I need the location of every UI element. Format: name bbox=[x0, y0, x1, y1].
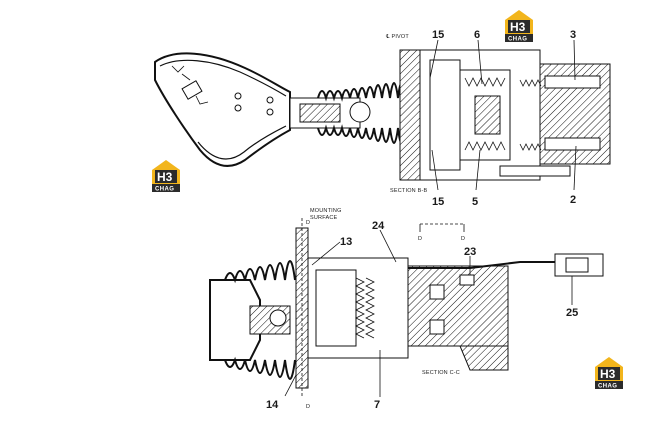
pivot-annotation: ℄ PIVOT bbox=[385, 34, 409, 40]
lever-knob bbox=[209, 279, 261, 361]
plate-15 bbox=[429, 59, 461, 171]
watermark-logo: H3 CHAG bbox=[505, 10, 533, 43]
leader-6 bbox=[477, 39, 483, 85]
part-label-15-top: 15 bbox=[432, 29, 444, 41]
watermark-logo: H3 CHAG bbox=[595, 357, 623, 390]
bottom-assembly: 13 24 23 25 14 7 MOUNTING SURFACE D D D … bbox=[209, 208, 604, 411]
lower-outlet bbox=[459, 345, 509, 371]
section-cc-caption: SECTION C-C bbox=[422, 370, 460, 376]
bore-upper bbox=[429, 284, 445, 300]
spring-2 bbox=[519, 143, 542, 151]
part-label-25: 25 bbox=[566, 307, 578, 319]
d-marker-right: D bbox=[461, 236, 465, 242]
part-label-23: 23 bbox=[464, 246, 476, 258]
leader-15-bot bbox=[431, 149, 439, 191]
part-label-24: 24 bbox=[372, 220, 385, 232]
mounting-surface-caption-2: SURFACE bbox=[310, 215, 338, 221]
rivet bbox=[234, 104, 242, 112]
part-label-13: 13 bbox=[340, 236, 352, 248]
d-marker-top: D bbox=[306, 220, 310, 226]
connector-inner bbox=[565, 257, 589, 273]
watermark-word: CHAG bbox=[155, 187, 174, 193]
rivet bbox=[266, 108, 274, 116]
part-label-14: 14 bbox=[266, 399, 279, 411]
handle-grip bbox=[154, 52, 291, 167]
handle-inner-edge bbox=[159, 59, 287, 97]
pivot-ball-lower bbox=[269, 309, 287, 327]
d-marker-left: D bbox=[418, 236, 422, 242]
lower-block bbox=[407, 265, 509, 347]
top-assembly: 15 6 3 15 5 2 ℄ PIVOT SECTION B-B bbox=[154, 29, 611, 208]
leader-2 bbox=[573, 145, 577, 191]
part-label-5: 5 bbox=[472, 196, 478, 208]
leader-14 bbox=[284, 374, 297, 397]
leader-3 bbox=[573, 39, 576, 81]
watermark-letters: H3 bbox=[600, 367, 616, 381]
watermark-word: CHAG bbox=[598, 384, 617, 390]
grommet-23 bbox=[459, 274, 475, 286]
spring-7-upper bbox=[355, 277, 365, 339]
d-marker-bottom: D bbox=[306, 404, 310, 410]
mounting-surface-caption-1: MOUNTING bbox=[310, 208, 342, 214]
leader-13 bbox=[311, 241, 341, 266]
watermark-letters: H3 bbox=[510, 20, 526, 34]
part-label-6: 6 bbox=[474, 29, 480, 41]
leader-5 bbox=[475, 149, 481, 191]
leader-15-top bbox=[429, 39, 439, 79]
trigger-switch bbox=[181, 80, 203, 100]
part-label-7: 7 bbox=[374, 399, 380, 411]
watermark-logo: H3 CHAG bbox=[152, 160, 180, 193]
part-label-2: 2 bbox=[570, 194, 576, 206]
section-bb-caption: SECTION B-B bbox=[390, 188, 427, 194]
watermark-letters: H3 bbox=[157, 170, 173, 184]
handle-inner-edge-lower bbox=[197, 125, 287, 160]
lower-bellow bbox=[224, 356, 296, 380]
flange-section bbox=[399, 49, 421, 181]
spool-bore-lower bbox=[544, 137, 601, 151]
plunger bbox=[474, 95, 501, 135]
leader-24 bbox=[379, 229, 397, 263]
spring-3 bbox=[519, 79, 542, 87]
spool-bore-upper bbox=[544, 75, 601, 89]
rivet bbox=[266, 96, 274, 104]
cable bbox=[408, 261, 555, 269]
part-label-15-bot: 15 bbox=[432, 196, 444, 208]
bore-lower bbox=[429, 319, 445, 335]
lower-boot bbox=[317, 124, 407, 145]
spring-6 bbox=[464, 77, 506, 87]
rivet bbox=[234, 92, 242, 100]
stem-section bbox=[299, 103, 341, 123]
lower-cavity bbox=[315, 269, 357, 347]
switch-detail bbox=[171, 65, 209, 105]
upper-boot bbox=[317, 81, 407, 102]
bottom-port bbox=[499, 165, 571, 177]
part-label-3: 3 bbox=[570, 29, 576, 41]
watermark-word: CHAG bbox=[508, 37, 527, 43]
pivot-ball bbox=[349, 101, 371, 123]
spring-7-lower bbox=[365, 277, 375, 339]
upper-bellow bbox=[224, 260, 296, 284]
spring-5 bbox=[464, 141, 506, 151]
